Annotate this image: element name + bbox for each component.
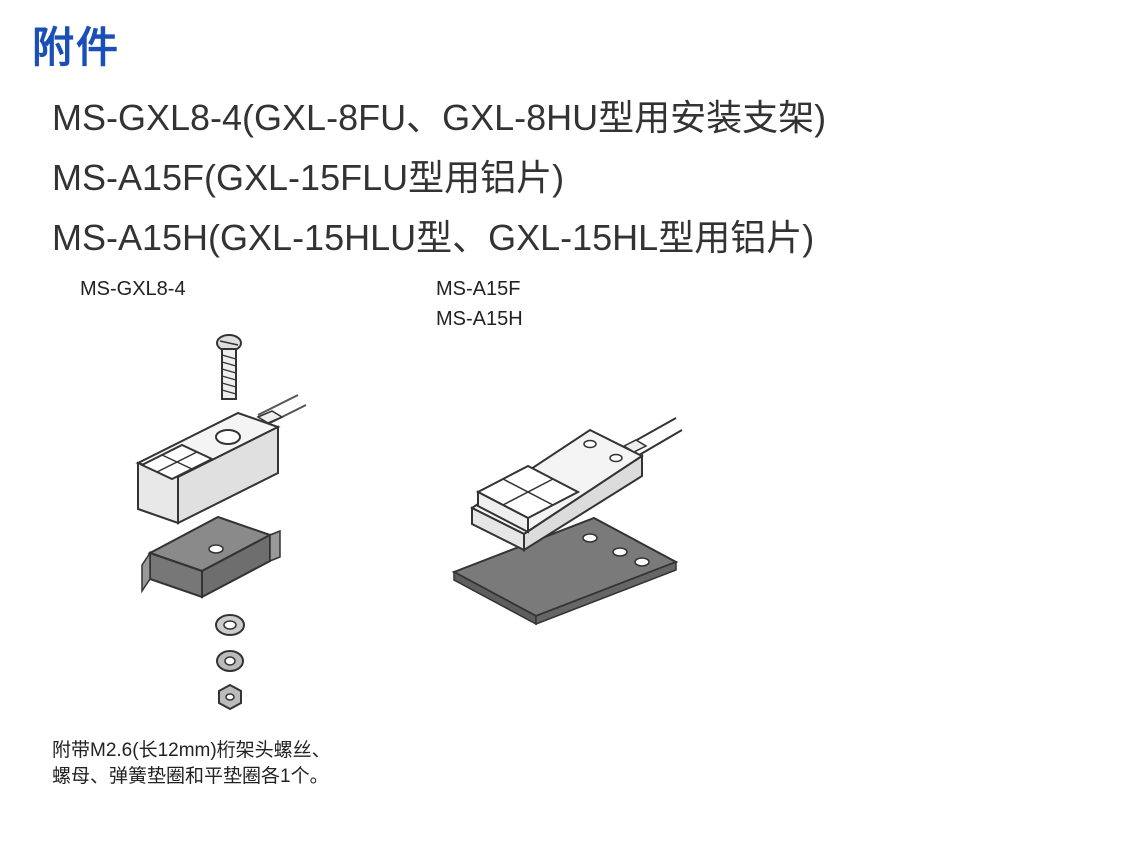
figure-right-label: MS-A15F — [436, 278, 521, 300]
aluminium-plate-illustration — [451, 417, 683, 626]
note-line: 附带M2.6(长12mm)桁架头螺丝、 — [52, 740, 331, 761]
model-item: MS-A15H(GXL-15HLU型、GXL-15HL型用铝片) — [52, 217, 815, 258]
section-title: 附件 — [32, 24, 121, 71]
mounting-bracket-illustration — [135, 334, 307, 711]
figure-left-label: MS-GXL8-4 — [80, 278, 186, 300]
accessory-note: 附带M2.6(长12mm)桁架头螺丝、 螺母、弹簧垫圈和平垫圈各1个。 — [52, 738, 331, 790]
figure-right-label: MS-A15H — [436, 308, 523, 330]
model-list: MS-GXL8-4(GXL-8FU、GXL-8HU型用安装支架) MS-A15F… — [52, 88, 826, 268]
model-item: MS-A15F(GXL-15FLU型用铝片) — [52, 157, 565, 198]
note-line: 螺母、弹簧垫圈和平垫圈各1个。 — [52, 766, 329, 787]
model-item: MS-GXL8-4(GXL-8FU、GXL-8HU型用安装支架) — [52, 97, 827, 138]
